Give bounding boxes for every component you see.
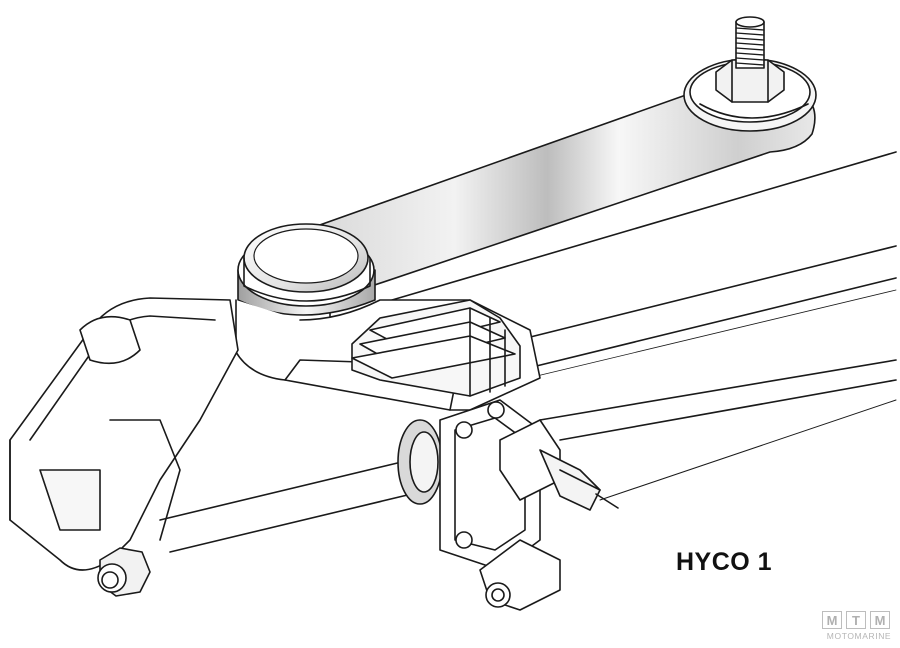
- model-caption: HYCO 1: [676, 548, 773, 576]
- watermark-letter: T: [846, 611, 866, 629]
- cooling-fins: [351, 299, 521, 397]
- cylinder-tube: [391, 151, 897, 501]
- watermark-logo: M T M MOTOMARINE: [822, 611, 896, 645]
- pivot-cap: [237, 223, 376, 316]
- rod-seal-ring: [397, 419, 443, 505]
- watermark-letter: M: [870, 611, 890, 629]
- hydraulic-fitting: [499, 419, 619, 511]
- watermark-letter: M: [822, 611, 842, 629]
- yoke-bolt: [97, 547, 151, 597]
- threaded-stud: [735, 16, 765, 69]
- bleed-valve: [479, 539, 561, 611]
- piston-rod: [159, 459, 421, 553]
- mounting-yoke: [9, 297, 239, 571]
- watermark-subtitle: MOTOMARINE: [826, 631, 892, 641]
